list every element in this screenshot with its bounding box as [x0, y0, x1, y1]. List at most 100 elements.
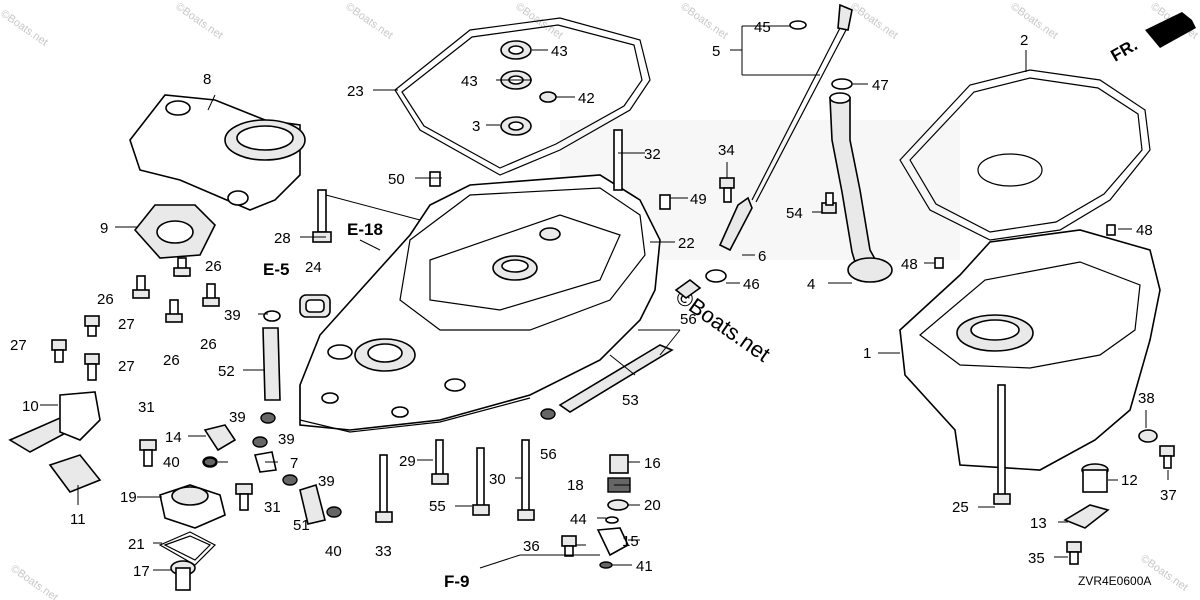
callout-labels: 1 2 3 4 5 6 7 8 9 10 11 12 13 14 15 16 1…	[10, 19, 1177, 580]
callout-43a: 43	[551, 43, 568, 60]
callout-15: 15	[622, 533, 639, 550]
callout-10: 10	[22, 398, 39, 415]
hose-51	[299, 483, 326, 525]
callout-26d: 26	[200, 336, 217, 353]
callout-26b: 26	[97, 291, 114, 308]
hose-14	[203, 424, 237, 452]
bracket-13	[1063, 504, 1110, 529]
callout-27b: 27	[10, 337, 27, 354]
callout-44: 44	[570, 511, 587, 528]
callout-17: 17	[133, 563, 150, 580]
washer-38	[1138, 429, 1158, 443]
callout-50: 50	[388, 171, 405, 188]
callout-32: 32	[644, 146, 661, 163]
oil-seals	[500, 40, 557, 136]
clamp-40	[203, 457, 217, 467]
callout-27c: 27	[118, 358, 135, 375]
callout-48a: 48	[1136, 222, 1153, 239]
callout-36: 36	[523, 538, 540, 555]
callout-13: 13	[1030, 515, 1047, 532]
svg-text:©Boats.net: ©Boats.net	[1008, 1, 1060, 42]
callout-38: 38	[1138, 390, 1155, 407]
callout-7: 7	[290, 455, 298, 472]
callout-41: 41	[636, 558, 653, 575]
dipstick-5	[751, 3, 853, 203]
fitting-10	[8, 391, 101, 453]
callout-9: 9	[100, 220, 108, 237]
bolt-37	[1159, 445, 1175, 469]
callout-39b: 39	[229, 409, 246, 426]
housing-8	[129, 94, 306, 211]
gasket-23	[394, 17, 651, 176]
callout-28: 28	[274, 230, 291, 247]
callout-21: 21	[128, 536, 145, 553]
diagram-code: ZVR4E0600A	[1078, 574, 1151, 588]
callout-4: 4	[807, 276, 815, 293]
callout-42: 42	[578, 90, 595, 107]
bolts-31	[139, 439, 253, 511]
callout-40a: 40	[163, 454, 180, 471]
stud-32	[613, 129, 623, 191]
callout-14: 14	[165, 429, 182, 446]
callout-56a: 56	[680, 311, 697, 328]
bolt-35	[1066, 541, 1082, 565]
front-direction-arrow: FR.	[1108, 12, 1196, 65]
svg-text:©Boats.net: ©Boats.net	[848, 1, 900, 42]
callout-16: 16	[644, 455, 661, 472]
dowel-50	[429, 171, 441, 187]
callout-45: 45	[754, 19, 771, 36]
gasket-2	[899, 69, 1151, 241]
grommet-24	[299, 294, 331, 318]
callout-52: 52	[218, 363, 235, 380]
oil-case-housing	[299, 174, 661, 433]
svg-text:©Boats.net: ©Boats.net	[678, 1, 730, 42]
callout-53: 53	[622, 392, 639, 409]
svg-text:©Boats.net: ©Boats.net	[173, 1, 225, 42]
callout-20: 20	[644, 497, 661, 514]
o-ring-46	[705, 269, 727, 283]
svg-text:©Boats.net: ©Boats.net	[8, 563, 60, 600]
dowel-48b	[934, 257, 944, 269]
callout-24: 24	[305, 259, 322, 276]
callout-11: 11	[70, 511, 86, 528]
callout-51: 51	[293, 517, 310, 534]
callout-33: 33	[375, 543, 392, 560]
bolts-26-27	[51, 257, 220, 381]
reference-labels: E-18 E-5 F-9	[263, 220, 470, 591]
bolt-28	[312, 189, 332, 243]
plug-12	[1081, 463, 1109, 493]
callout-47: 47	[872, 77, 889, 94]
callout-37: 37	[1160, 487, 1177, 504]
callout-39a: 39	[224, 307, 241, 324]
callout-6: 6	[758, 248, 766, 265]
callout-29: 29	[399, 453, 416, 470]
callout-23: 23	[347, 83, 364, 100]
ref-e18: E-18	[347, 220, 383, 239]
gasket-9	[133, 204, 216, 259]
callout-26a: 26	[205, 258, 222, 275]
gasket-21	[158, 531, 217, 566]
callout-39d: 39	[318, 473, 335, 490]
bolt-54	[821, 192, 837, 214]
hose-52	[262, 310, 281, 401]
callout-54: 54	[786, 205, 803, 222]
callout-56b: 56	[540, 446, 557, 463]
callout-31b: 31	[264, 499, 281, 516]
leader-lines	[40, 25, 1169, 571]
ref-f9: F-9	[444, 572, 470, 591]
callout-1: 1	[863, 345, 871, 362]
tube-4	[829, 92, 893, 283]
callout-43b: 43	[461, 73, 478, 90]
callout-2: 2	[1020, 32, 1028, 49]
thermostat-cover-19	[159, 484, 226, 529]
gasket-11	[48, 454, 102, 493]
callout-25: 25	[952, 499, 969, 516]
callout-35: 35	[1028, 550, 1045, 567]
callout-30: 30	[489, 471, 506, 488]
callout-39c: 39	[278, 431, 295, 448]
pipe-53	[558, 278, 702, 413]
svg-text:©Boats.net: ©Boats.net	[0, 8, 50, 49]
callout-34: 34	[718, 142, 735, 159]
bolt-25	[993, 384, 1011, 505]
callout-27a: 27	[118, 316, 135, 333]
